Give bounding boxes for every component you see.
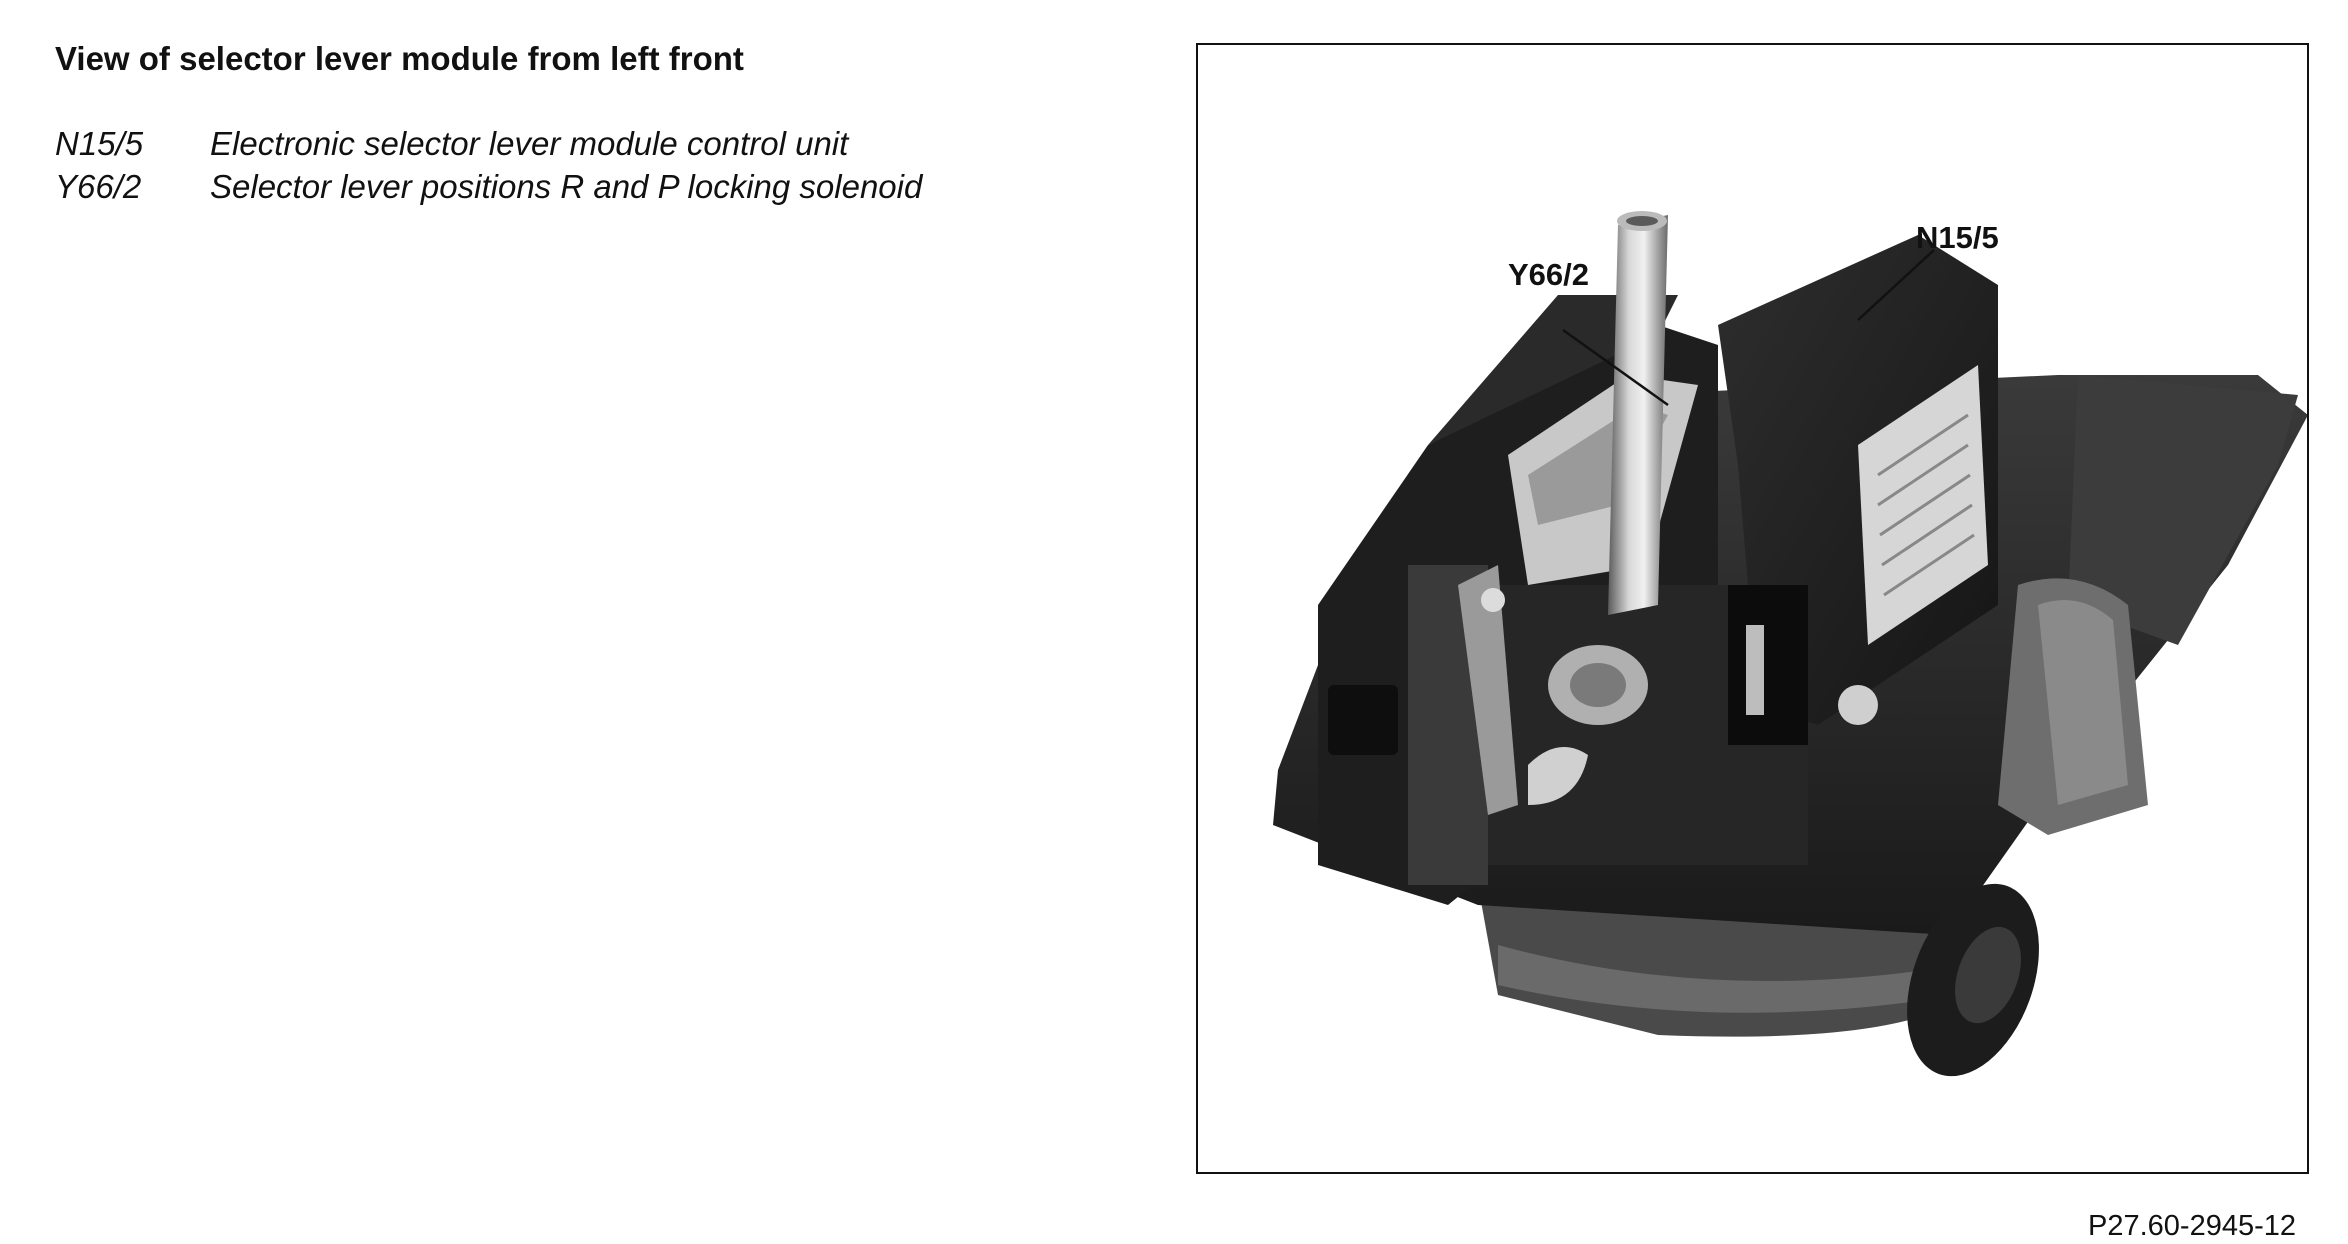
figure-frame: Y66/2 N15/5 — [1196, 43, 2309, 1174]
callout-n15-5: N15/5 — [1916, 220, 1999, 255]
callout-leader-y66-2 — [1562, 328, 1669, 407]
interlock-block — [1728, 585, 1808, 745]
side-connector — [1328, 685, 1398, 755]
tray-lip — [1498, 945, 1958, 1013]
legend-description: Electronic selector lever module control… — [210, 125, 849, 162]
selector-lever-shaft — [1608, 215, 1668, 615]
section-heading: View of selector lever module from left … — [55, 40, 744, 77]
roller-hub — [1955, 926, 2021, 1024]
callout-y66-2: Y66/2 — [1508, 257, 1589, 292]
lever-top-inner — [1626, 216, 1658, 226]
control-unit-socket — [1838, 685, 1878, 725]
figure-reference-code: P27.60-2945-12 — [2088, 1210, 2296, 1242]
legend-code: N15/5 — [55, 125, 144, 162]
legend-row: N15/5 Electronic selector lever module c… — [55, 125, 922, 168]
linkage-cam — [1528, 747, 1588, 805]
callout-leader-n15-5 — [1857, 249, 1935, 321]
legend-description: Selector lever positions R and P locking… — [210, 168, 923, 205]
selector-lever-module-illustration: Y66/2 N15/5 — [1273, 211, 2307, 1077]
linkage-arm — [1458, 565, 1518, 815]
rear-guard-face — [2038, 600, 2128, 805]
legend-row: Y66/2 Selector lever positions R and P l… — [55, 168, 922, 211]
base-plate-right-wing — [2068, 375, 2298, 645]
spring-core — [1570, 663, 1626, 707]
interlock-pins — [1746, 625, 1764, 715]
legend-list: N15/5 Electronic selector lever module c… — [55, 125, 922, 211]
legend-code: Y66/2 — [55, 168, 142, 205]
linkage-pivot — [1481, 588, 1505, 612]
